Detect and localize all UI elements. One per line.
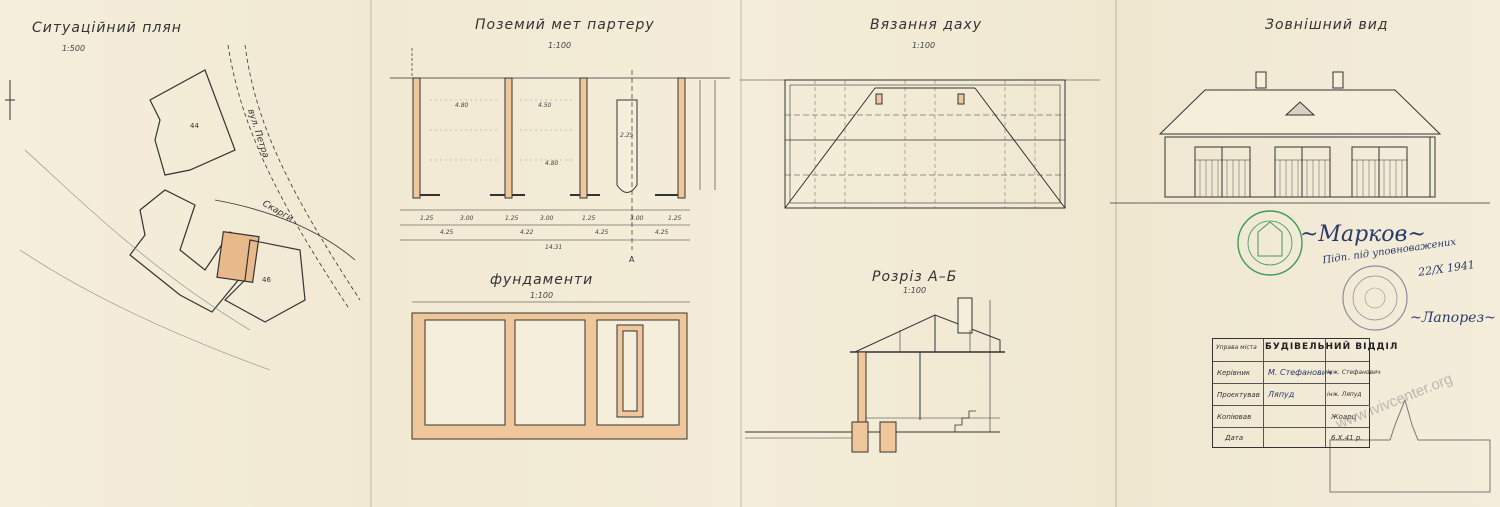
house-number: 44 — [190, 122, 199, 130]
dimension-label: 3.00 — [630, 215, 644, 222]
foundation-title: фундаменти — [490, 272, 594, 288]
dimension-label: 14.31 — [545, 244, 562, 251]
street-label: Скарги — [261, 199, 295, 224]
site-plan-scale: 1:500 — [62, 44, 86, 53]
foundation-plan — [411, 301, 690, 440]
dimension-label: 4.25 — [655, 229, 669, 236]
dimension-label: 1.25 — [582, 215, 596, 222]
title-block-sign: М. Стефанович — [1268, 368, 1332, 377]
foundation-scale: 1:100 — [530, 291, 554, 300]
garage-door-2 — [1274, 146, 1331, 198]
signature: ~Марков~ — [1300, 222, 1426, 247]
dimension-label: 1.25 — [420, 215, 434, 222]
street-label: вул. Петра — [245, 108, 270, 159]
site-plan-title: Ситуаційний плян — [32, 20, 182, 36]
title-block-header-left: Управа міста — [1216, 344, 1257, 351]
roof-scale: 1:100 — [912, 41, 936, 50]
dimension-label: 4.25 — [440, 229, 454, 236]
fold-line — [370, 0, 372, 507]
roof-title: Вязання даху — [870, 17, 983, 33]
corner-stamp — [1329, 398, 1491, 493]
dimension-label: 1.25 — [505, 215, 519, 222]
elevation-title: Зовнішний вид — [1265, 17, 1389, 33]
title-block-name: 6.Х.41 р. — [1331, 434, 1363, 442]
grey-stamp — [1342, 265, 1408, 331]
section-title: Розріз А–Б — [872, 269, 958, 285]
title-block-header: БУДІВЕЛЬНИЙ ВІДДІЛ — [1265, 342, 1399, 352]
fold-line — [740, 0, 742, 507]
front-elevation — [1110, 71, 1490, 204]
house-number: 46 — [262, 276, 271, 284]
dimension-label: 4.25 — [595, 229, 609, 236]
title-block: Управа міста БУДІВЕЛЬНИЙ ВІДДІЛ Керівник… — [1212, 338, 1397, 448]
roof-framing-plan — [740, 79, 1100, 209]
dimension-label: 4.80 — [545, 160, 559, 167]
ground-floor-scale: 1:100 — [548, 41, 572, 50]
dimension-label: 3.00 — [460, 215, 474, 222]
dimension-label: 1.25 — [668, 215, 682, 222]
section-mark: А — [629, 255, 635, 264]
title-block-name: інж. Стефанович — [1327, 369, 1381, 376]
dimension-label: 4.22 — [520, 229, 534, 236]
title-block-label: Дата — [1225, 434, 1244, 442]
title-block-label: Проєктував — [1217, 391, 1260, 399]
dimension-label: 4.50 — [538, 102, 552, 109]
title-block-name: Жоарц — [1331, 413, 1357, 421]
title-block-label: Керівник — [1217, 369, 1251, 377]
section-scale: 1:100 — [903, 286, 927, 295]
dimension-label: 2.25 — [620, 132, 634, 139]
fold-line — [1115, 0, 1117, 507]
cross-section — [745, 297, 1005, 453]
garage-door-3 — [1351, 146, 1408, 198]
dimension-label: 3.00 — [540, 215, 554, 222]
ground-floor-title: Поземий мет партеру — [475, 17, 655, 33]
dimension-label: 4.80 — [455, 102, 469, 109]
title-block-label: Копіював — [1217, 413, 1252, 421]
site-plan — [5, 44, 361, 371]
signature: ~Лапорез~ — [1410, 310, 1496, 326]
green-stamp — [1237, 210, 1303, 276]
ground-floor-plan — [390, 48, 730, 250]
garage-door-1 — [1194, 146, 1251, 198]
title-block-sign: Ляпуд — [1268, 390, 1295, 399]
title-block-name: інж. Ляпуд — [1327, 391, 1362, 398]
